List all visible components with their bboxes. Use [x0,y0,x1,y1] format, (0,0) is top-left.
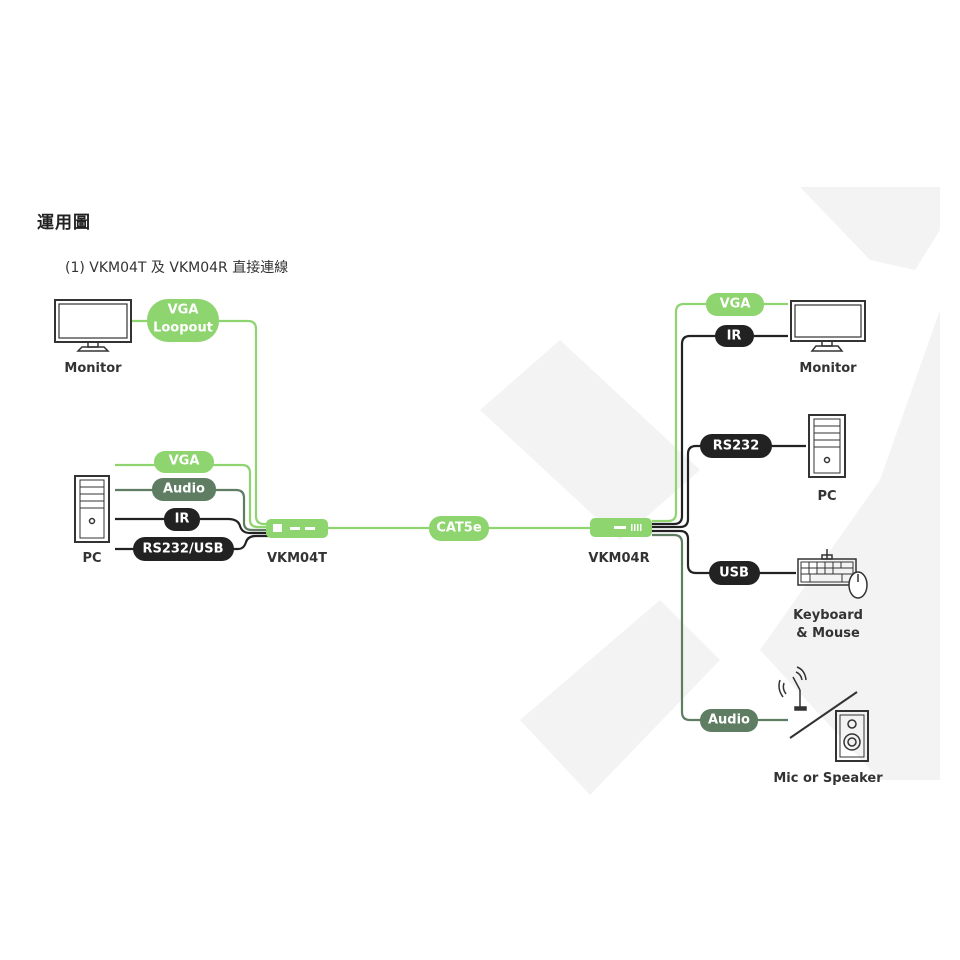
pill-rx-ir: IR [715,325,754,347]
wire-vga-loopout-right [215,319,272,526]
vkm04r-led [614,526,626,529]
wire-rx-vga-left [652,302,708,523]
receiver-wires [652,302,806,722]
pill-tx-ir: IR [164,508,200,531]
watermark-logo [480,187,940,795]
pill-rx-vga: VGA [706,293,764,316]
wire-rx-rs232-left [652,444,702,529]
vkm04t-port [273,524,282,532]
vkm04t-led [290,527,300,530]
vkm04t-device [266,519,328,538]
watermark-bottom-band [520,600,720,795]
pill-text: USB [719,566,749,581]
monitor-icon [54,299,132,352]
vkm04r-device [590,518,652,537]
pill-text: VGA [169,454,200,469]
pill-cat5e: CAT5e [429,516,489,541]
right-pc-label: PC [817,489,836,504]
left-pc-label: PC [82,551,101,566]
right-monitor-label: Monitor [799,361,857,376]
pc-tower-icon [808,414,846,478]
pill-tx-audio: Audio [152,478,216,501]
pill-tx-vga: VGA [154,451,214,473]
pill-tx-rs232-usb: RS232/USB [133,537,234,561]
vkm04r-label: VKM04R [588,551,649,566]
page-heading: 運用圖 [37,213,91,233]
mouse-label: & Mouse [796,626,860,641]
pill-text: VGA [168,303,199,318]
vkm04t-led [305,527,315,530]
pill-rx-usb: USB [709,561,760,585]
pill-text: CAT5e [436,521,482,536]
pill-text: Loopout [153,321,213,336]
pill-text: IR [175,512,190,527]
mic-speaker-label: Mic or Speaker [773,771,883,786]
wire-rx-usb-left [652,529,712,575]
pill-text: Audio [708,713,750,728]
keyboard-mouse-icon [797,549,868,599]
vkm04t-label: VKM04T [267,551,327,566]
left-monitor-label: Monitor [64,361,122,376]
wire-pc-audio-right [215,488,272,532]
watermark-left-band [480,340,700,540]
vkm04r-ports [631,524,642,531]
keyboard-label: Keyboard [793,608,863,623]
transmitter-wires [115,319,272,551]
pill-text: VGA [720,297,751,312]
watermark-top-shape [800,187,940,270]
diagram-subtitle: (1) VKM04T 及 VKM04R 直接連線 [65,260,289,276]
wire-pc-rs232-right [232,534,272,551]
wire-pc-ir-right [198,517,272,535]
mic-speaker-icon [778,666,869,762]
pill-rx-rs232: RS232 [700,434,772,458]
pill-text: Audio [163,482,205,497]
monitor-icon [790,300,866,352]
pill-text: RS232/USB [142,542,223,557]
wire-pc-vga-right [212,463,272,529]
pill-rx-audio: Audio [700,709,758,732]
pill-text: RS232 [713,439,760,454]
wire-rx-ir-left [652,334,716,526]
pill-vga-loopout: VGA Loopout [147,299,219,342]
watermark-right-shape [760,310,940,780]
wire-rx-audio-left [652,533,702,722]
pc-tower-icon [74,475,110,543]
pill-text: IR [727,329,742,344]
